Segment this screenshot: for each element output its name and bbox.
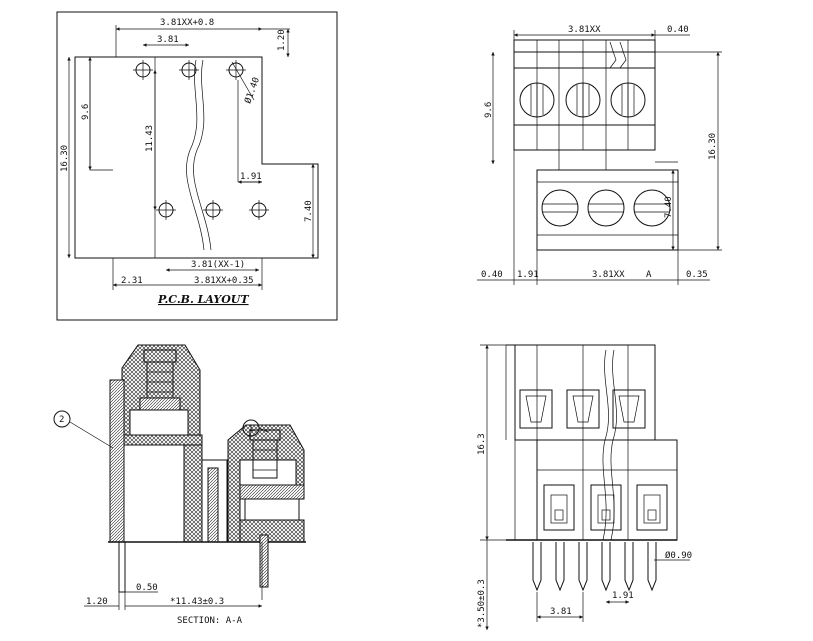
pcb-dim-bottom-width: 3.81XX+0.35 [194,276,254,286]
pcb-dim-height-upper: 9.6 [81,104,91,120]
front-dim-pitch: 3.81 [550,607,572,617]
front-openings-lower [543,484,668,531]
top-dim-step: 1.91 [517,270,539,280]
pcb-dim-height-total: 16.30 [60,145,70,172]
top-dim-width: 3.81XX [568,25,601,35]
section-dim-length: *11.43±0.3 [170,597,224,607]
pcb-dim-edge: 2.31 [121,276,143,286]
pcb-holes [133,60,269,220]
top-screws-upper [519,82,646,118]
top-dim-height-total: 16.30 [708,133,718,160]
front-dim-height: 16.3 [477,433,487,455]
pcb-dim-pitch-span: 3.81(XX-1) [191,260,245,270]
callout-2-circle [53,410,71,428]
pcb-dim-top-width: 3.81XX+0.8 [160,18,214,28]
section-title: SECTION: A-A [177,616,243,626]
front-openings-upper [519,389,646,429]
top-section-mark: A [646,270,652,280]
top-dim-gap-top: 0.40 [667,25,689,35]
callout-2-label: 2 [59,415,64,425]
front-dim-step: 1.91 [612,591,634,601]
section-dim-left: 1.20 [86,597,108,607]
top-dim-lower-height: 7.40 [664,196,674,218]
callout-1-label: 1 [248,424,253,434]
front-view: 16.3 Ø0.90 *3.50±0.3 1.91 3.81 [477,344,692,630]
pcb-frame [56,11,338,321]
pcb-layout-title: P.C.B. LAYOUT [157,293,249,306]
pcb-dim-pitch: 3.81 [157,35,179,45]
pcb-dim-top-offset: 1.20 [277,29,287,51]
front-dim-pin-len: *3.50±0.3 [477,579,487,628]
footprint-outline [74,56,319,259]
pcb-dim-lower-height: 7.40 [304,200,314,222]
pcb-dim-step: 1.91 [240,172,262,182]
top-dim-left-gap: 0.40 [481,270,503,280]
section-dim-pin: 0.50 [136,583,158,593]
section-view: 2 1 1.20 0.50 *11.43±0.3 SECTION: A-A [53,344,306,626]
top-dim-right-gap: 0.35 [686,270,708,280]
front-dim-pin-dia: Ø0.90 [665,550,692,561]
top-view: 3.81XX 0.40 9.6 16.30 7.40 0.40 1.91 3.8… [477,25,722,285]
front-pins [532,542,657,592]
top-screws-lower [541,189,671,227]
pcb-dim-hole-dia: Ø1.40 [242,76,262,105]
top-dim-height-upper: 9.6 [484,102,494,118]
pcb-dim-height-mid: 11.43 [145,125,155,152]
top-dim-pitch-span: 3.81XX [592,270,625,280]
pcb-layout-view: 3.81XX+0.8 3.81 1.20 Ø1.40 16.30 9.6 11.… [56,11,338,321]
